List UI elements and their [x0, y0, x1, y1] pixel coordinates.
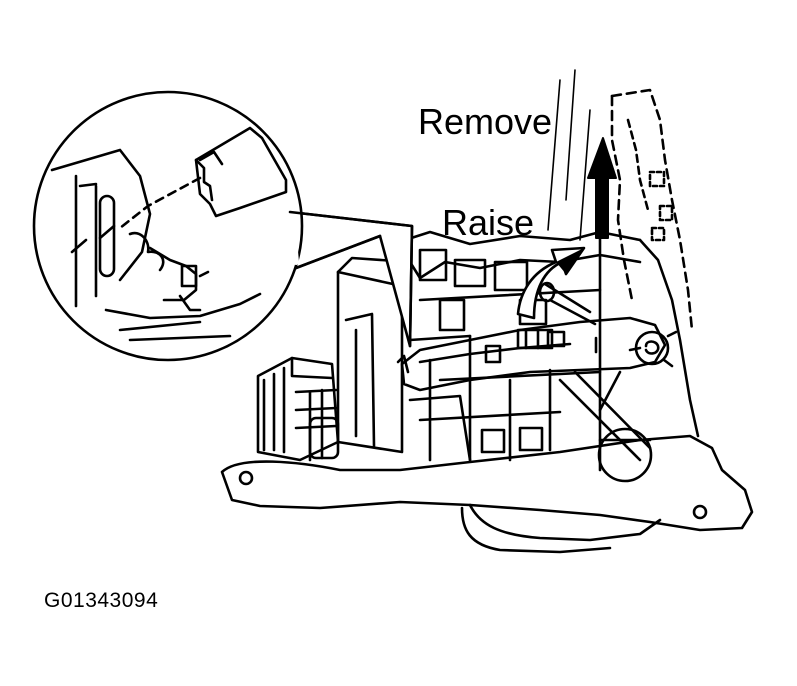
raise-label: Raise — [442, 202, 535, 243]
raise-arrow — [518, 248, 584, 318]
figure-code: G01343094 — [44, 589, 159, 612]
transmission-case — [222, 70, 752, 552]
remove-label: Remove — [418, 101, 553, 142]
remove-arrow — [588, 138, 616, 238]
detail-callout — [34, 92, 412, 360]
manual-valve-lever — [398, 318, 676, 390]
